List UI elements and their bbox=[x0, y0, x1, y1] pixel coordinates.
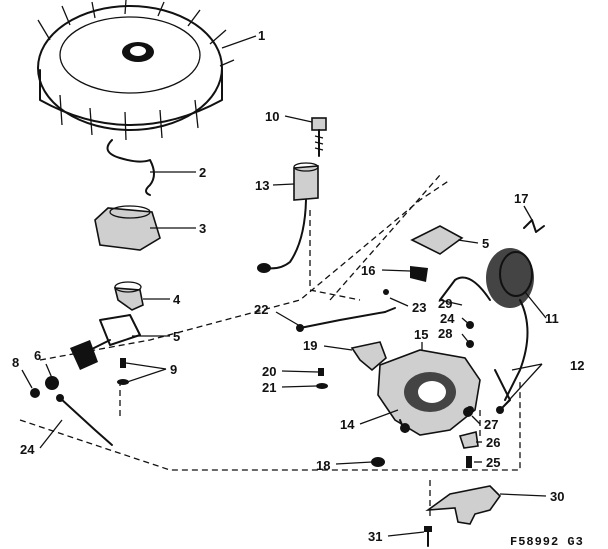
terminal-screw bbox=[383, 289, 389, 295]
leader-lines bbox=[21, 35, 547, 537]
stop-bracket bbox=[350, 341, 387, 372]
callout-1: 1 bbox=[258, 28, 265, 43]
top-screw bbox=[311, 117, 327, 157]
screw-and-washer bbox=[117, 358, 129, 385]
lock-washer bbox=[316, 383, 328, 389]
ignition-coil bbox=[439, 248, 534, 401]
callout-25: 25 bbox=[486, 455, 500, 470]
ground-lead-wire bbox=[56, 394, 113, 446]
callout-5-left: 5 bbox=[173, 329, 180, 344]
callout-17: 17 bbox=[514, 191, 528, 206]
wire-clip bbox=[523, 219, 545, 233]
cam-plate bbox=[458, 431, 479, 449]
callout-30: 30 bbox=[550, 489, 564, 504]
contact-point-set bbox=[70, 314, 141, 370]
callout-29: 29 bbox=[438, 296, 452, 311]
callout-2: 2 bbox=[199, 165, 206, 180]
grommet-screw bbox=[371, 457, 385, 467]
callout-5-right: 5 bbox=[482, 236, 489, 251]
cam-nut bbox=[466, 406, 474, 414]
magneto-cover bbox=[94, 205, 161, 251]
callout-27: 27 bbox=[484, 417, 498, 432]
throttle-lever bbox=[296, 307, 396, 332]
cam-screw bbox=[466, 456, 472, 468]
condenser bbox=[257, 162, 319, 273]
callout-19: 19 bbox=[303, 338, 317, 353]
callout-22: 22 bbox=[254, 302, 268, 317]
callout-labels: 1 2 3 4 5 6 8 9 10 11 12 13 14 15 16 17 … bbox=[12, 28, 584, 549]
callout-24-right: 24 bbox=[440, 311, 455, 326]
callout-6: 6 bbox=[34, 348, 41, 363]
callout-16: 16 bbox=[361, 263, 375, 278]
callout-26: 26 bbox=[486, 435, 500, 450]
callout-23: 23 bbox=[412, 300, 426, 315]
figure-code: F58992 G3 bbox=[510, 535, 584, 549]
callout-4: 4 bbox=[173, 292, 181, 307]
callout-8: 8 bbox=[12, 355, 19, 370]
callout-10: 10 bbox=[265, 109, 279, 124]
callout-21: 20 bbox=[262, 364, 276, 379]
cam-wiper bbox=[45, 376, 59, 390]
mounting-bracket bbox=[410, 225, 464, 255]
bracket-screw bbox=[318, 368, 324, 376]
plate-screw bbox=[424, 526, 432, 547]
spring-clip bbox=[106, 139, 155, 196]
callout-14: 14 bbox=[340, 417, 355, 432]
spring-retainer bbox=[410, 266, 428, 282]
callout-28: 28 bbox=[438, 326, 452, 341]
felt-wick bbox=[30, 388, 40, 398]
callout-18: 18 bbox=[316, 458, 330, 473]
callout-13: 13 bbox=[255, 178, 269, 193]
bushing bbox=[113, 281, 144, 311]
callout-3: 3 bbox=[199, 221, 206, 236]
callout-15: 15 bbox=[414, 327, 428, 342]
callout-24-left: 24 bbox=[20, 442, 35, 457]
armature-plate bbox=[425, 485, 502, 525]
assembly-dashed-lines bbox=[19, 174, 521, 520]
callout-11: 11 bbox=[545, 311, 559, 326]
flywheel bbox=[37, 0, 235, 141]
callout-20: 21 bbox=[262, 380, 276, 395]
callout-9: 9 bbox=[170, 362, 177, 377]
callout-12: 12 bbox=[570, 358, 584, 373]
callout-31: 31 bbox=[368, 529, 382, 544]
stator-housing bbox=[377, 349, 481, 436]
